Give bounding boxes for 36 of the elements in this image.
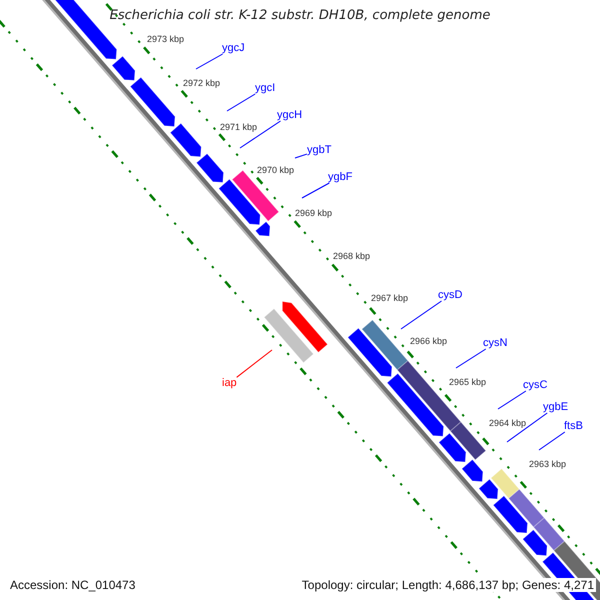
leader-line xyxy=(302,182,330,198)
scale-label: 2963 kbp xyxy=(529,459,566,469)
map-title: Escherichia coli str. K-12 substr. DH10B, complete genome xyxy=(110,8,490,23)
scale-label: 2970 kbp xyxy=(257,165,294,175)
gene-label: cysC xyxy=(523,379,548,391)
leader-line xyxy=(226,94,256,112)
gene-label: ygbE xyxy=(543,401,568,413)
leader-line xyxy=(294,154,308,158)
leader-line xyxy=(400,300,442,330)
scale-label: 2969 kbp xyxy=(295,208,332,218)
gene-label: ftsB xyxy=(564,420,583,432)
scale-label: 2968 kbp xyxy=(333,251,370,261)
gene-label: cysD xyxy=(438,289,462,301)
gene-label: ygcH xyxy=(277,109,302,121)
leader-line xyxy=(456,348,486,368)
scale-label: 2973 kbp xyxy=(147,34,184,44)
accession-text: Accession: NC_010473 xyxy=(8,578,138,592)
scale-label: 2964 kbp xyxy=(489,418,526,428)
gene-label: cysN xyxy=(483,337,508,349)
leader-line xyxy=(498,390,526,410)
scale-label: 2967 kbp xyxy=(371,293,408,303)
leader-line xyxy=(196,54,224,70)
leader-line xyxy=(236,350,272,378)
gene-label: iap xyxy=(222,377,237,389)
gene-label: ygbT xyxy=(307,144,332,156)
leader-line xyxy=(240,120,282,148)
scale-label: 2971 kbp xyxy=(220,122,258,132)
gene-label: ygcJ xyxy=(222,42,245,54)
scale-label: 2972 kbp xyxy=(183,78,220,88)
gene-label: ygcI xyxy=(255,82,276,94)
leader-line xyxy=(538,432,566,450)
scale-label: 2965 kbp xyxy=(449,377,486,387)
genome-stats-text: Topology: circular; Length: 4,686,137 bp; Genes: 4,271 xyxy=(300,578,596,592)
gene-label: ygbF xyxy=(328,171,352,183)
leader-line xyxy=(506,412,548,442)
scale-label: 2966 kbp xyxy=(410,336,448,346)
